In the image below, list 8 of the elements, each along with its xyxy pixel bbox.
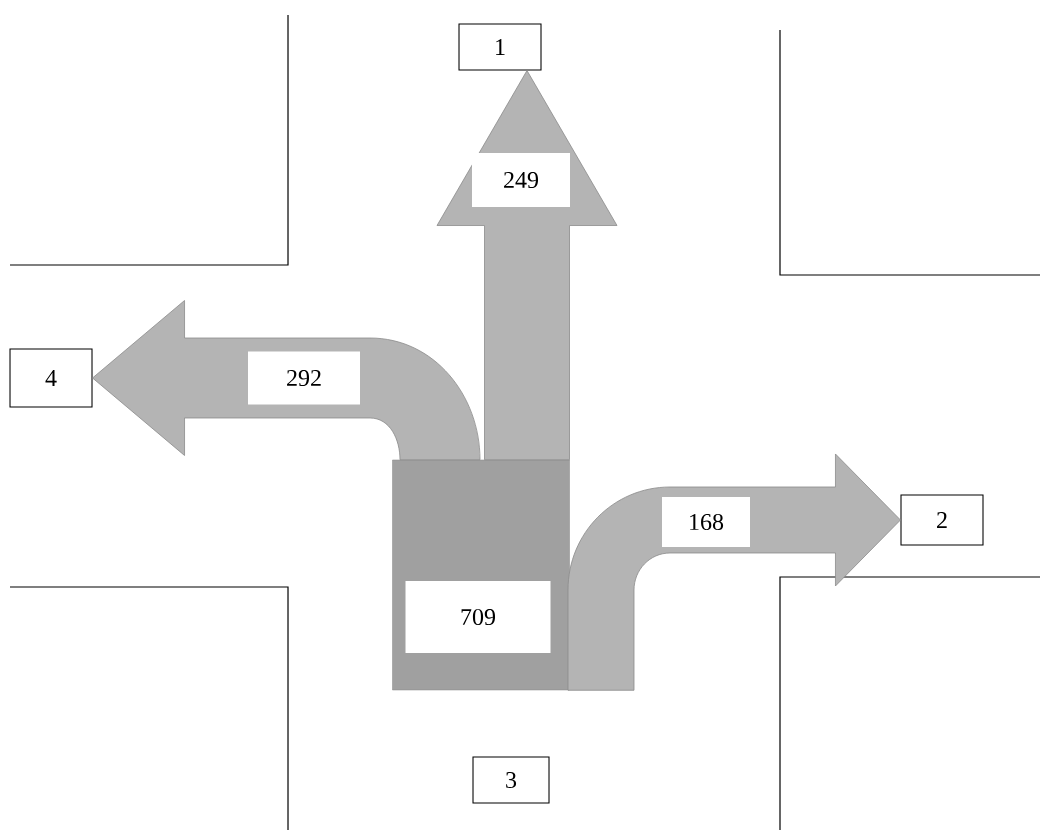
edge-label: 168 xyxy=(662,497,750,547)
edge-label: 292 xyxy=(248,351,360,405)
approach-box: 1 xyxy=(458,23,542,71)
approach-box: 2 xyxy=(900,494,984,546)
flow-block: 709 xyxy=(392,459,570,691)
approach-box: 3 xyxy=(472,756,550,804)
edge-label: 249 xyxy=(472,153,570,207)
approach-box: 4 xyxy=(9,348,93,408)
